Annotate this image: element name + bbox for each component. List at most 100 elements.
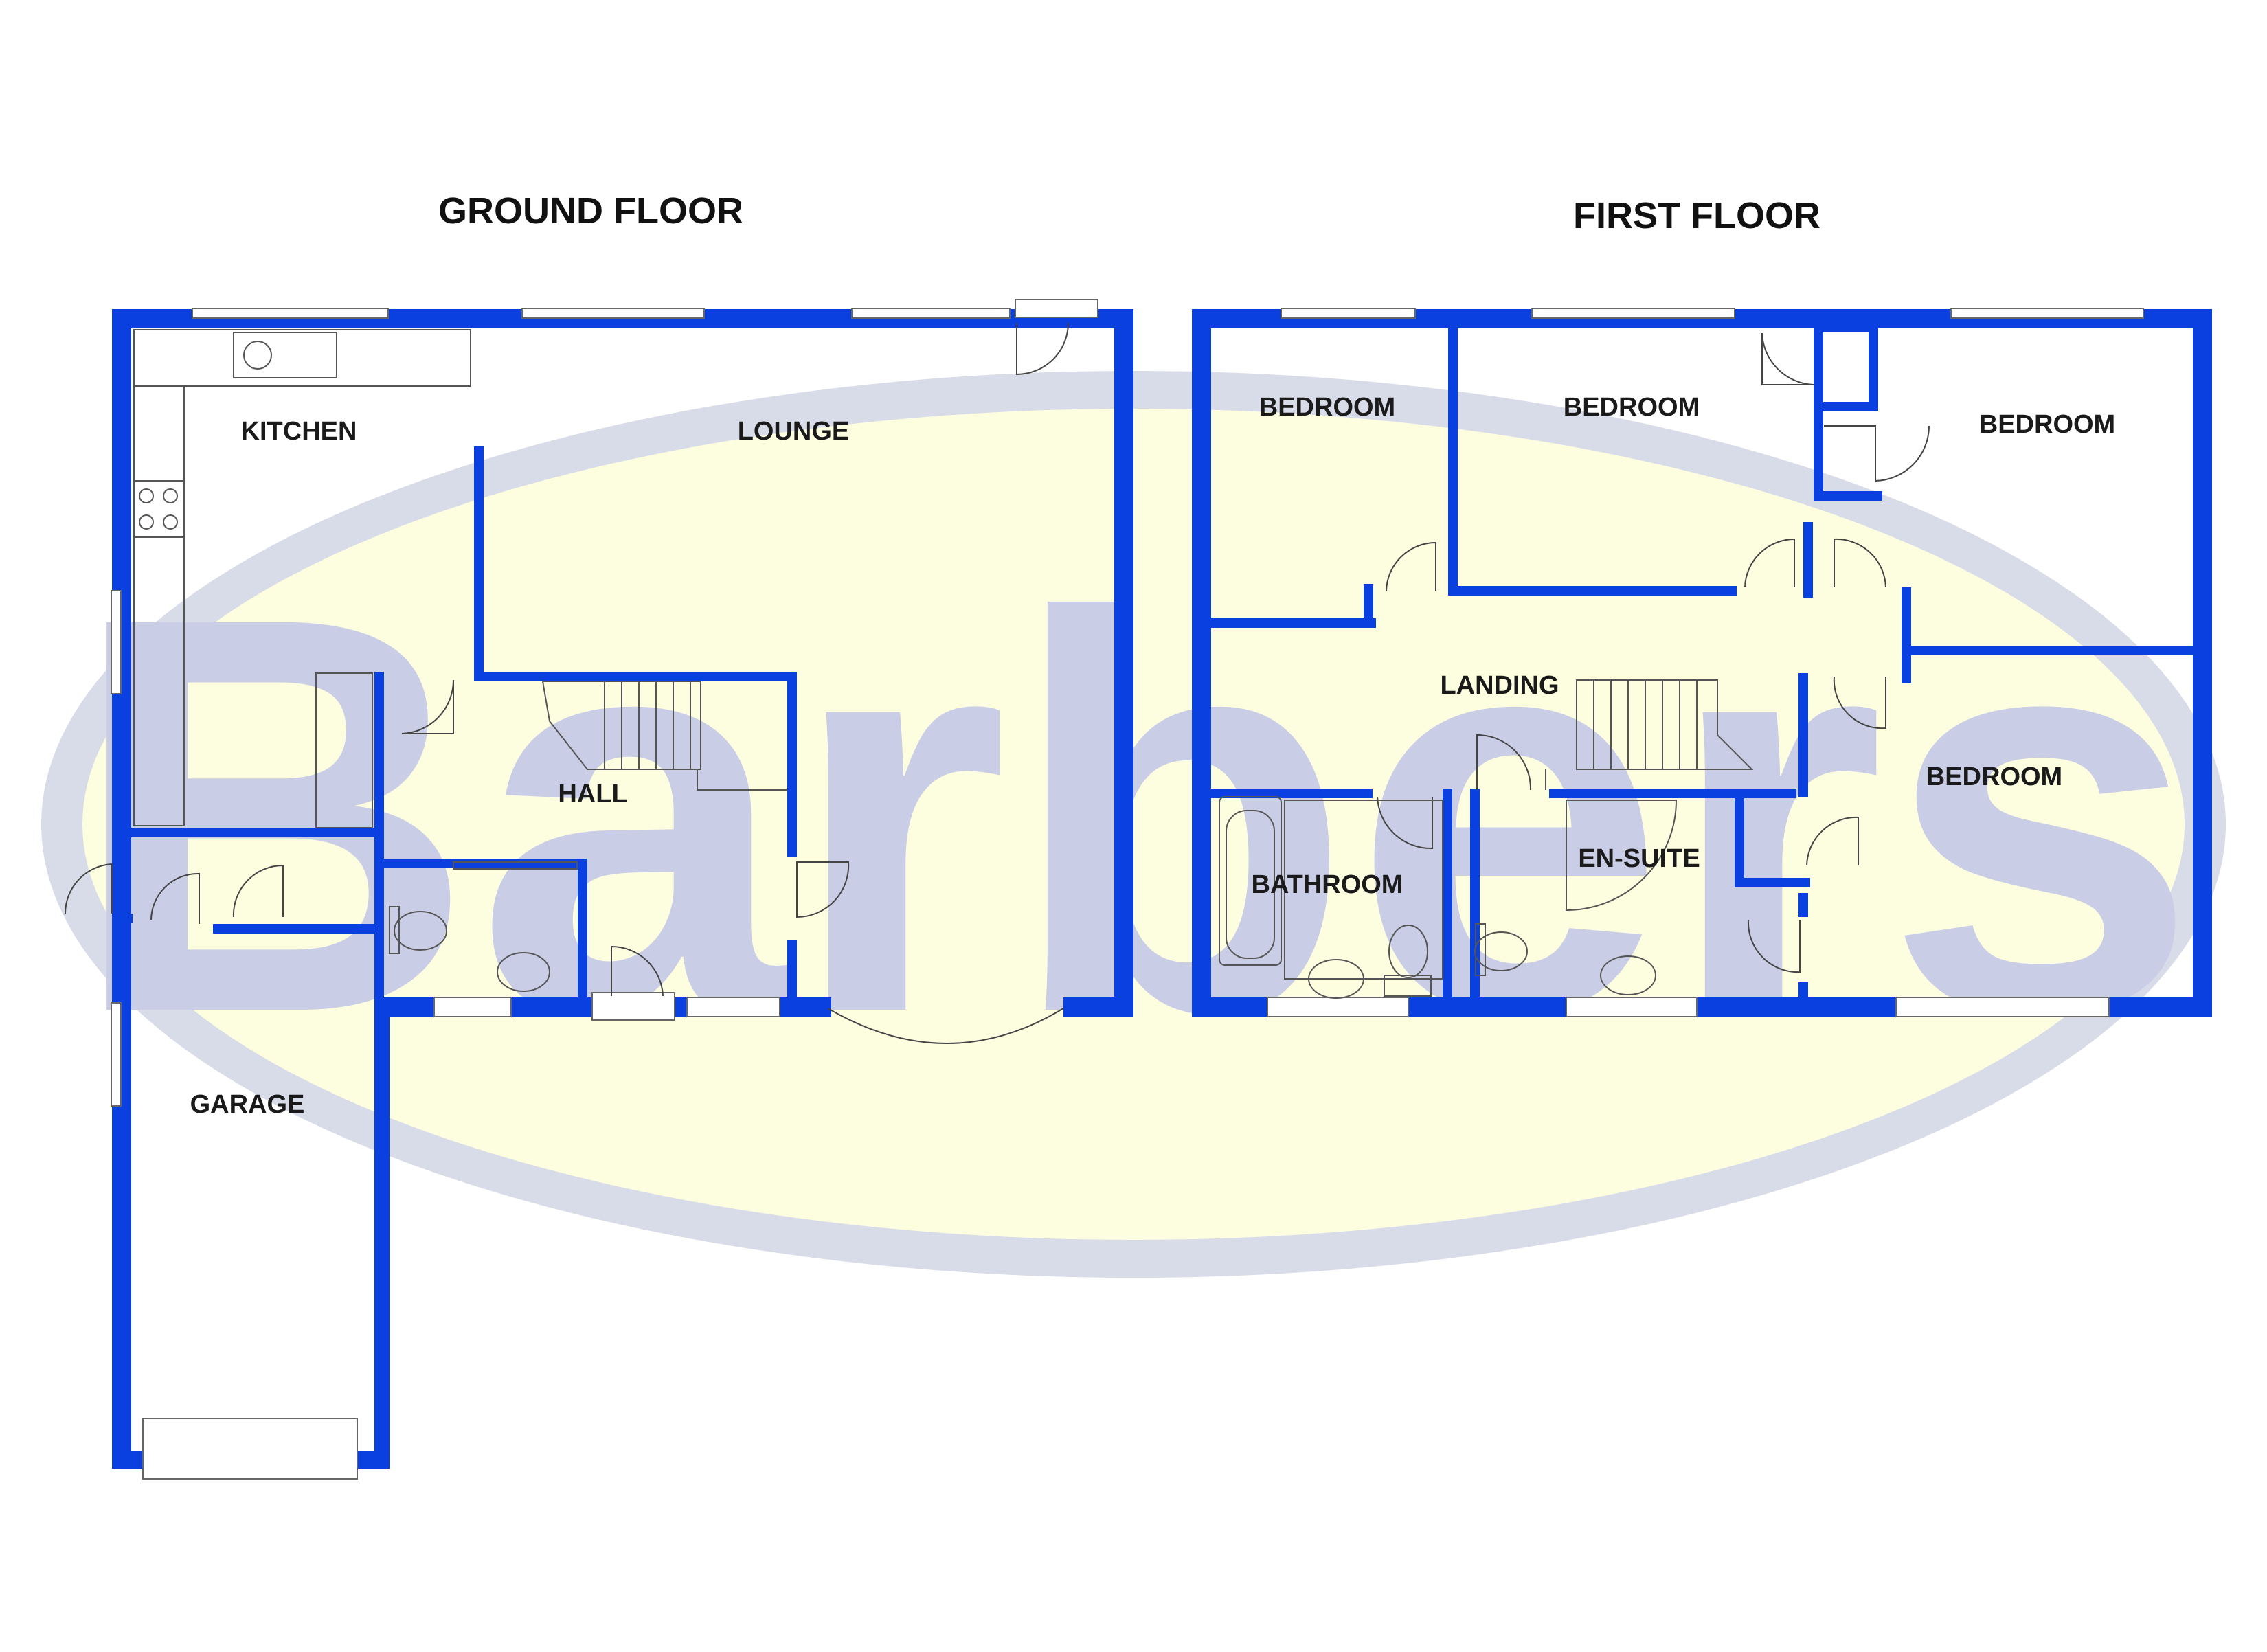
- hob-ring-icon: [139, 488, 154, 503]
- ff-door-ensuite: [1476, 734, 1532, 791]
- ff-label-bedroom-1: BEDROOM: [1259, 393, 1395, 422]
- gf-staircase: [541, 681, 787, 791]
- ground-floor-title: GROUND FLOOR: [438, 190, 743, 231]
- gf-window-garage-side: [111, 1002, 122, 1107]
- hob-ring-icon: [163, 514, 178, 530]
- ff-window-bed1: [1281, 308, 1416, 319]
- gf-window-kitchen: [192, 308, 389, 319]
- gf-wall-right: [1114, 309, 1134, 1017]
- gf-wall-bottom-right: [1063, 997, 1132, 1017]
- ff-wall-cupboard-top: [1814, 323, 1875, 332]
- ff-wall-bed4-jamb: [1902, 654, 1911, 683]
- ff-wall-bed4-lower-jamb: [1798, 982, 1808, 1003]
- ff-door-bed2: [1744, 538, 1795, 588]
- gf-front-door-frame: [591, 992, 675, 1021]
- ff-wall-bed4-left: [1798, 673, 1808, 797]
- gf-wc-basin: [497, 952, 550, 992]
- ff-window-ensuite: [1566, 997, 1698, 1017]
- hob-ring-icon: [163, 488, 178, 503]
- ff-wall-bed3-bottom: [1911, 646, 2202, 655]
- ff-label-bedroom-3: BEDROOM: [1979, 410, 2115, 439]
- gf-label-hall: HALL: [558, 780, 627, 808]
- ff-wall-cupboard-right: [1814, 328, 1823, 404]
- gf-wall-kitchen-bottom: [112, 828, 384, 837]
- ff-staircase: [1545, 679, 1754, 790]
- ff-bath-tub: [1219, 796, 1282, 966]
- gf-wc-cistern: [389, 906, 400, 954]
- gf-bay-window-arc: [827, 1008, 1064, 1044]
- gf-kitchen-sink-bowl: [243, 341, 272, 370]
- gf-wall-garage-right: [374, 997, 390, 1469]
- ff-wall-bed1-bed2: [1448, 328, 1458, 593]
- gf-wall-hall-left: [374, 672, 384, 1008]
- gf-door-garage-utility: [150, 872, 200, 924]
- ff-window-bed2: [1531, 308, 1735, 319]
- ff-ensuite-cistern: [1475, 923, 1486, 976]
- gf-door-lounge-outer: [1016, 322, 1069, 376]
- ff-door-bed4: [1833, 676, 1886, 729]
- ff-label-en-suite: EN-SUITE: [1578, 844, 1700, 873]
- ff-wall-ensuite-left: [1470, 789, 1480, 1002]
- gf-label-kitchen: KITCHEN: [241, 417, 357, 446]
- gf-front-door: [611, 945, 664, 997]
- gf-door-hall-kitchen: [401, 679, 454, 734]
- ff-window-bathroom: [1267, 997, 1409, 1017]
- gf-kitchen-unit: [315, 672, 373, 828]
- ff-door-cupboard-1: [1761, 332, 1814, 385]
- ff-wall-left: [1192, 309, 1211, 1017]
- ff-wall-bed4-door-jamb: [1798, 893, 1808, 917]
- ff-wall-cupboard-left: [1814, 402, 1823, 498]
- gf-window-wc: [433, 997, 512, 1017]
- ff-door-bathroom: [1377, 796, 1433, 850]
- ff-window-bed3: [1950, 308, 2144, 319]
- ff-wall-bed2-right: [1803, 522, 1813, 598]
- gf-door-hall-lounge: [796, 861, 850, 918]
- ff-ensuite-shower: [1566, 800, 1678, 912]
- gf-wall-wc-right: [578, 859, 587, 1008]
- first-floor-plan: BEDROOM BEDROOM BEDROOM LANDING BEDROOM …: [1192, 308, 2212, 1017]
- gf-wall-hall-top: [474, 672, 797, 681]
- gf-label-lounge: LOUNGE: [738, 417, 850, 446]
- gf-window-lounge-1: [521, 308, 705, 319]
- gf-window-kitchen-side: [111, 590, 122, 694]
- ff-wall-right: [2193, 309, 2212, 1017]
- gf-wall-utility-bottom: [213, 924, 384, 934]
- ff-wall-ensuite-top: [1549, 789, 1796, 798]
- ff-wall-bath-top: [1211, 789, 1373, 798]
- ff-wall-ensuite-right: [1735, 789, 1744, 878]
- ff-bath-basin: [1308, 959, 1364, 999]
- ff-ensuite-basin: [1600, 955, 1656, 995]
- gf-wc-shelf: [453, 861, 578, 870]
- gf-wall-left: [112, 309, 131, 1469]
- ff-wall-bed2-bottom: [1448, 586, 1737, 596]
- ff-wall-bed3-lower: [1814, 491, 1882, 501]
- gf-wall-kitchen-lounge: [474, 446, 484, 680]
- gf-wall-hall-right: [787, 672, 797, 857]
- ff-wall-bath-ensuite: [1443, 789, 1452, 1015]
- ff-window-bed4: [1895, 997, 2110, 1017]
- ff-door-ensuite-bed4: [1806, 816, 1859, 866]
- gf-wall-garage-door-jamb: [112, 914, 133, 923]
- ff-door-cupboard-2: [1824, 425, 1930, 482]
- gf-kitchen-worktop-top: [133, 329, 471, 387]
- ff-wall-bed1-bottom: [1211, 618, 1376, 628]
- gf-window-lounge-2: [851, 308, 1011, 319]
- ff-door-bed1: [1386, 541, 1436, 591]
- ff-wall-bed1-jamb: [1364, 584, 1373, 625]
- gf-wall-hall-right-lower: [787, 940, 797, 1008]
- ff-wall-ensuite-step: [1735, 878, 1810, 887]
- ff-bath-tub-inner: [1226, 810, 1275, 959]
- ff-wall-cupboard-bottom: [1814, 402, 1878, 411]
- gf-window-hall: [686, 997, 780, 1017]
- gf-kitchen-sink: [233, 332, 337, 378]
- gf-wc-toilet: [394, 911, 447, 951]
- ff-bath-cistern: [1384, 975, 1432, 997]
- gf-door-lounge-frame: [1015, 299, 1098, 318]
- ff-wall-landing-right: [1902, 587, 1911, 656]
- gf-garage-door: [142, 1418, 358, 1480]
- ff-bath-toilet: [1388, 925, 1428, 978]
- ff-label-bedroom-2: BEDROOM: [1564, 393, 1700, 422]
- ff-door-bed3: [1834, 538, 1886, 588]
